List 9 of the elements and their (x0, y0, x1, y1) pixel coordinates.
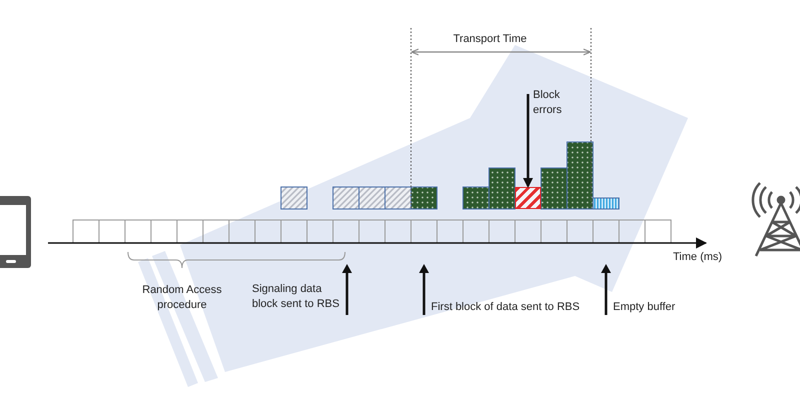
annotation-text: Empty buffer (613, 300, 676, 315)
annotation-text: Signaling data block sent to RBS (252, 282, 340, 312)
annotation-text: First block of data sent to RBS (431, 300, 581, 315)
error-block (515, 187, 541, 209)
axis-label: Time (ms) (673, 250, 724, 265)
bracket-label: Random Access procedure (141, 283, 223, 313)
annotation-text: Block errors (533, 88, 583, 118)
dimension-label: Transport Time (452, 32, 528, 47)
arrow (523, 94, 533, 188)
